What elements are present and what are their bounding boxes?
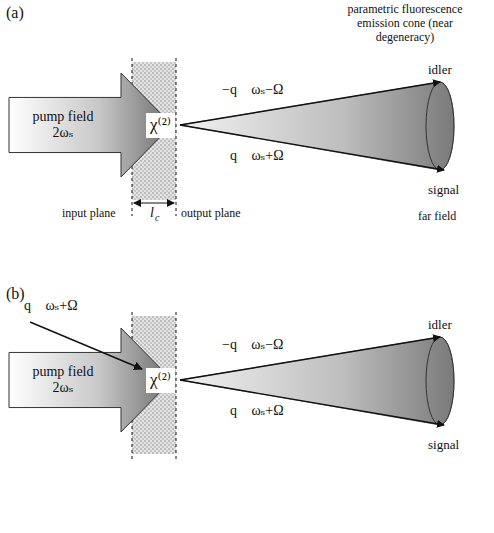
pump-label: pump field 2ωₛ: [22, 109, 104, 141]
beam-name: signal: [428, 183, 459, 198]
pump-label: pump field 2ωₛ: [22, 364, 104, 396]
mode-label: −q⃗ ωₛ−Ω: [222, 337, 284, 353]
cone-title: parametric fluorescence emission cone (n…: [335, 3, 475, 44]
length-label: l: [150, 205, 154, 221]
plane-label: input plane: [62, 207, 116, 221]
length-arrow: [134, 203, 174, 204]
crystal-box: χ⁽²⁾: [146, 113, 175, 138]
crystal-box: χ⁽²⁾: [146, 368, 175, 393]
beam-name: signal: [428, 438, 459, 453]
beam-name: idler: [428, 318, 452, 333]
plane-label: output plane: [181, 207, 241, 221]
chi-label: χ⁽²⁾: [150, 116, 171, 135]
mode-label: q⃗ ωₛ+Ω: [24, 298, 78, 314]
mode-label: q⃗ ωₛ+Ω: [230, 148, 284, 164]
length-subscript: c: [155, 212, 159, 224]
chi-label: χ⁽²⁾: [150, 371, 171, 390]
panel-letter: (a): [6, 4, 24, 22]
beam-name: idler: [428, 63, 452, 78]
mode-label: −q⃗ ωₛ−Ω: [222, 82, 284, 98]
plane-label: far field: [418, 210, 456, 224]
emission-cone: [180, 82, 454, 170]
emission-cone: [180, 337, 454, 425]
mode-label: q⃗ ωₛ+Ω: [230, 403, 284, 419]
panel-letter: (b): [6, 285, 25, 303]
